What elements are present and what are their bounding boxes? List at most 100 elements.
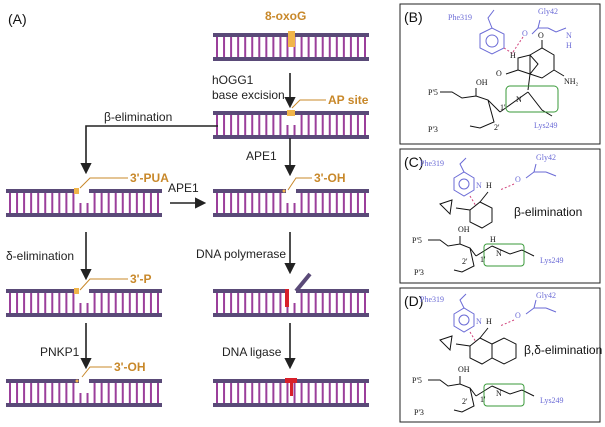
bottom-strand bbox=[6, 403, 162, 407]
panel-c-box bbox=[399, 148, 601, 284]
top-strand-left bbox=[213, 189, 286, 193]
p5-c: P'5 bbox=[412, 236, 422, 245]
phe-ring-c-inner bbox=[458, 178, 470, 190]
p3-b: P'3 bbox=[428, 125, 438, 134]
lys249-c: Lys249 bbox=[540, 256, 564, 265]
repaired-base bbox=[290, 380, 293, 396]
label-c-beta-elimination: β-elimination bbox=[514, 205, 582, 219]
arrows bbox=[80, 73, 296, 370]
top-strand-right bbox=[296, 189, 369, 193]
lys249-b: Lys249 bbox=[534, 121, 558, 130]
bottom-strand bbox=[213, 135, 369, 139]
p5-d: P'5 bbox=[412, 376, 422, 385]
new-nucleotide bbox=[285, 289, 289, 307]
p3-c: P'3 bbox=[414, 268, 424, 277]
gly42-d: Gly42 bbox=[536, 291, 556, 300]
label-oxog: 8-oxoG bbox=[265, 9, 306, 23]
phe-ring-c bbox=[453, 171, 475, 197]
label-beta-elimination: β-elimination bbox=[104, 110, 172, 124]
label-ap-site: AP site bbox=[328, 93, 369, 107]
bottom-strand bbox=[213, 57, 369, 61]
phe319-d: Phe319 bbox=[420, 295, 444, 304]
leader-pua bbox=[79, 177, 128, 189]
cyclopropyl-c bbox=[439, 199, 453, 216]
displaced-flap bbox=[294, 272, 312, 293]
end-group-mark bbox=[74, 188, 79, 194]
sugar-d bbox=[428, 376, 535, 413]
bottom-strand bbox=[213, 213, 369, 217]
label-3-oh-top: 3'-OH bbox=[314, 171, 346, 185]
top-strand-left bbox=[6, 189, 79, 193]
green-box-c bbox=[483, 243, 525, 267]
ap-site-mark bbox=[287, 110, 295, 116]
top-strand-right bbox=[296, 289, 369, 293]
h-c: H bbox=[490, 235, 496, 244]
label-3-oh-bottom: 3'-OH bbox=[114, 360, 146, 374]
dna-ligated bbox=[213, 378, 369, 407]
panel-b-structure: Phe319 Gly42 O N H O H O NH₂ P'5 P bbox=[428, 7, 579, 134]
c1-b: 1' bbox=[500, 103, 506, 112]
gly-o-c: O bbox=[515, 175, 521, 184]
nh-c: H bbox=[486, 181, 492, 190]
oxog-o8-b: O bbox=[496, 69, 502, 78]
gly-n-b: N bbox=[566, 31, 572, 40]
top-strand-right bbox=[89, 289, 162, 293]
panel-c-label: (C) bbox=[404, 154, 423, 170]
label-dna-polymerase: DNA polymerase bbox=[196, 247, 286, 261]
phe319-b: Phe319 bbox=[448, 13, 472, 22]
gly-o-b: O bbox=[522, 29, 528, 38]
dna-polymerase-product bbox=[213, 272, 369, 317]
leader-lines bbox=[79, 99, 326, 378]
sugar-b bbox=[440, 88, 553, 129]
c1-c: 1' bbox=[480, 255, 486, 264]
p5-b: P'5 bbox=[428, 88, 438, 97]
label-3-pua: 3'-PUA bbox=[130, 171, 169, 185]
dna-3p bbox=[6, 288, 162, 317]
pyrimidine-b bbox=[529, 47, 555, 79]
p3-d: P'3 bbox=[414, 408, 424, 417]
green-box-d bbox=[483, 383, 525, 407]
bottom-strand bbox=[6, 213, 162, 217]
cyclopropyl-d bbox=[439, 335, 453, 352]
oh-mark bbox=[282, 189, 286, 193]
phe-ring-d-inner bbox=[458, 314, 470, 326]
label-dna-ligase: DNA ligase bbox=[222, 345, 282, 359]
label-pnkp1: PNKP1 bbox=[40, 345, 80, 359]
panel-d-box bbox=[399, 287, 601, 423]
arrow-beta-elim bbox=[80, 125, 218, 175]
c2-d: 2' bbox=[462, 397, 468, 406]
pyrimidine-d bbox=[469, 337, 493, 365]
dna-3pua bbox=[6, 188, 162, 217]
oxog-o6-b: O bbox=[538, 31, 544, 40]
top-strand-right bbox=[89, 189, 162, 193]
leader-ap-site bbox=[291, 99, 326, 109]
gly42-b: Gly42 bbox=[538, 7, 558, 16]
gly42-c: Gly42 bbox=[536, 153, 556, 162]
benzo-ring-d bbox=[491, 337, 517, 365]
panel-b-label: (B) bbox=[404, 9, 423, 25]
c2-c: 2' bbox=[462, 257, 468, 266]
phe319-c: Phe319 bbox=[420, 159, 444, 168]
leader-oh-top bbox=[287, 177, 312, 191]
nh-d: H bbox=[486, 317, 492, 326]
label-base-excision: base excision bbox=[212, 88, 285, 102]
panel-b-box bbox=[399, 3, 601, 145]
phe-ring-b bbox=[479, 27, 505, 55]
phe-ring-d bbox=[453, 307, 475, 333]
dna-ap-site bbox=[213, 110, 369, 139]
oh-mark bbox=[75, 379, 79, 383]
pyrimidine-c bbox=[469, 201, 493, 229]
gly-o-d: O bbox=[515, 311, 521, 320]
green-box-b bbox=[505, 85, 559, 113]
dna-oxog bbox=[213, 31, 369, 61]
top-strand-left bbox=[6, 379, 79, 383]
panel-d-structure: Phe319 Gly42 N O H P'5 P'3 OH N 2' 1' bbox=[412, 291, 602, 417]
oh-c: OH bbox=[458, 225, 470, 234]
oh-b: OH bbox=[476, 78, 488, 87]
cy-n-d: N bbox=[476, 317, 482, 326]
panel-d-label: (D) bbox=[404, 293, 423, 309]
lys249-d: Lys249 bbox=[540, 396, 564, 405]
gly-h-b: H bbox=[566, 41, 572, 50]
cy-n-c: N bbox=[476, 181, 482, 190]
panel-a-label: (A) bbox=[8, 11, 27, 27]
